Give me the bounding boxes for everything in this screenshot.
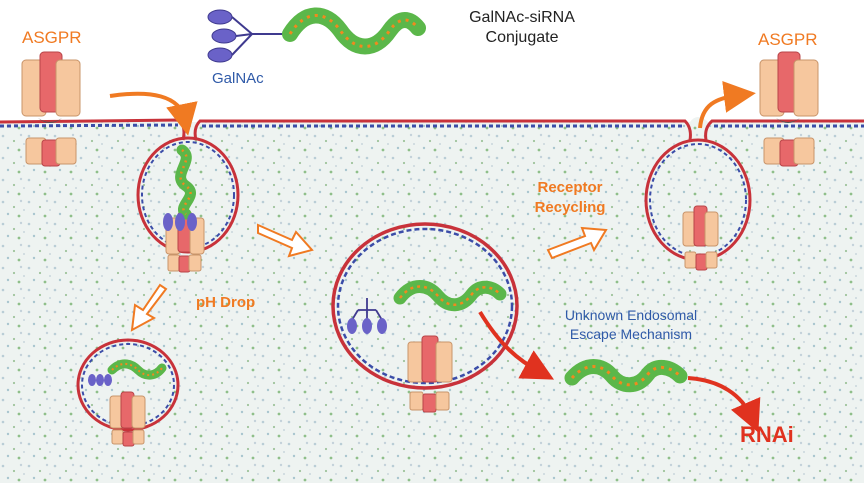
conjugate-label-line2: Conjugate — [485, 29, 559, 46]
galnac-label: GalNAc — [212, 70, 264, 87]
uptake-arrow — [109, 91, 198, 136]
escape-mechanism-line1: Unknown Endosomal — [564, 307, 698, 323]
escape-mechanism-label: Unknown Endosomal Escape Mechanism — [552, 306, 710, 344]
receptor-recycling-label: Receptor Recycling — [520, 178, 620, 218]
asgpr-receptor-left — [21, 51, 81, 167]
sirna-conjugate-top — [282, 7, 426, 55]
transport-arrow-to-lysosome — [130, 283, 168, 332]
asgpr-receptor-lysosome — [109, 391, 146, 447]
asgpr-right-label: ASGPR — [758, 30, 818, 49]
galnac-ligand — [207, 9, 290, 63]
asgpr-receptor-right — [759, 51, 819, 167]
receptor-recycling-line2: Recycling — [534, 199, 606, 216]
sirna-vesicle — [163, 144, 197, 231]
sirna-endosome — [347, 280, 507, 334]
escape-mechanism-line2: Escape Mechanism — [569, 326, 693, 342]
escape-arrow — [478, 310, 555, 380]
lysosome-vesicle — [76, 338, 180, 432]
conjugate-label-line1: GalNAc-siRNA — [469, 9, 575, 26]
conjugate-label: GalNAc-siRNA Conjugate — [452, 8, 592, 48]
asgpr-receptor-endosome — [407, 335, 453, 413]
asgpr-receptor-recycling — [682, 205, 719, 271]
rnai-label: RNAi — [740, 422, 794, 447]
sirna-escaped — [564, 359, 688, 393]
receptor-recycling-line1: Receptor — [537, 179, 603, 196]
endosome — [331, 222, 519, 390]
transport-arrow-to-endosome — [257, 223, 314, 258]
cytoplasm — [0, 116, 864, 483]
ph-drop-label: pH Drop — [196, 294, 256, 311]
transport-arrow-to-recycling — [546, 226, 608, 260]
rnai-arrow — [687, 376, 761, 433]
sirna-lysosome — [88, 359, 167, 386]
recycle-exit-arrow — [698, 81, 756, 129]
asgpr-left-label: ASGPR — [22, 28, 82, 47]
